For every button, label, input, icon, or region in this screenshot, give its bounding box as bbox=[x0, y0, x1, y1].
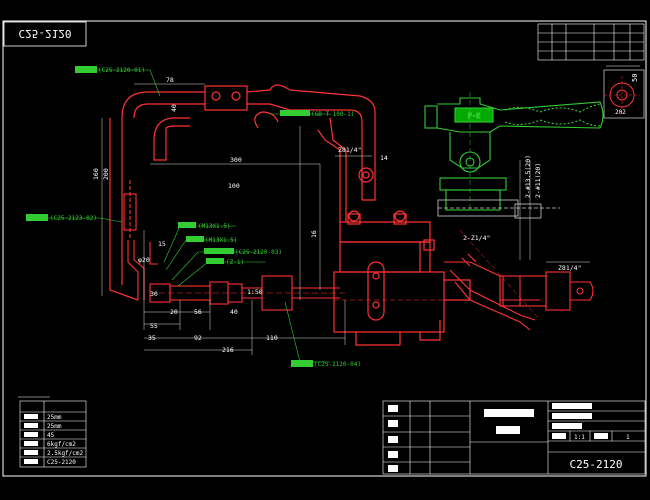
dim-14: 14 bbox=[380, 154, 388, 162]
dim-20: 20 bbox=[170, 308, 178, 316]
mount-bracket bbox=[437, 199, 560, 219]
dim-2-z14: 2-Z1/4" bbox=[463, 234, 490, 242]
dim-35: 35 bbox=[148, 334, 156, 342]
dimension-texts: 78 40 300 100 160 200 15 φ20 30 20 56 40… bbox=[92, 76, 581, 354]
side-pipe bbox=[123, 180, 158, 300]
dimension-lines bbox=[101, 83, 590, 355]
mirrored-number-box: C25-2120 bbox=[3, 21, 87, 47]
dim-40b: 40 bbox=[230, 308, 238, 316]
title-block-cells: 1:1 1 bbox=[388, 403, 630, 472]
dim-phi20: φ20 bbox=[138, 256, 150, 264]
callout-mid-c: (C25-2120-03) bbox=[235, 249, 282, 256]
callout-valve-top: (GB T-100-1) bbox=[311, 111, 354, 118]
sheet-border bbox=[2, 20, 647, 477]
spec-value-2: 45 bbox=[47, 432, 55, 439]
spec-label-0 bbox=[24, 414, 38, 419]
dim-55: 55 bbox=[150, 322, 158, 330]
callout-bottom-pipe: (C25-2120-04) bbox=[314, 361, 361, 368]
lower-pipe bbox=[149, 275, 345, 311]
spec-label-5 bbox=[24, 459, 38, 464]
dim-z81-right: Z81/4" bbox=[558, 264, 581, 272]
dim-40: 40 bbox=[170, 104, 178, 112]
mirrored-drawing-number: C25-2120 bbox=[19, 27, 72, 40]
spec-label-3 bbox=[24, 441, 38, 446]
dim-2-11: 2-#11(20) bbox=[534, 163, 542, 198]
dim-200: 200 bbox=[102, 168, 110, 180]
spec-value-1: 25mm bbox=[47, 423, 62, 430]
dim-110: 110 bbox=[266, 334, 278, 342]
specs-table bbox=[18, 396, 87, 468]
spec-value-4: 2.5kgf/cm2 bbox=[47, 450, 84, 457]
dim-2-13: 2-#13.5(20) bbox=[524, 155, 532, 198]
title-block bbox=[382, 400, 646, 475]
revision-table bbox=[537, 23, 645, 61]
sheet-text: 1 bbox=[626, 434, 630, 441]
dim-1: 1:50 bbox=[247, 288, 263, 296]
dim-56: 56 bbox=[194, 308, 202, 316]
dim-160: 160 bbox=[92, 168, 100, 180]
callout-mid-a: (M13X1.5) bbox=[198, 223, 231, 230]
actuator bbox=[444, 229, 594, 331]
scale-text: 1:1 bbox=[574, 434, 585, 441]
handle-assembly: F-E bbox=[424, 92, 604, 212]
dim-216: 216 bbox=[222, 346, 234, 354]
dim-300: 300 bbox=[230, 156, 242, 164]
dim-30: 30 bbox=[150, 290, 158, 298]
dim-detail-50: 50 bbox=[631, 74, 639, 82]
spec-label-1 bbox=[24, 423, 38, 428]
drawing-number: C25-2120 bbox=[570, 458, 623, 471]
dim-92: 92 bbox=[194, 334, 202, 342]
valve-body bbox=[333, 210, 471, 346]
dim-z81-top: Z81/4" bbox=[338, 146, 361, 154]
spec-value-5: C25-2120 bbox=[47, 459, 76, 466]
dim-detail-202: 202 bbox=[615, 109, 626, 116]
callout-texts: (C25-2120-01) (C25-2123-02) (C25-2120-04… bbox=[26, 66, 361, 368]
spec-label-2 bbox=[24, 432, 38, 437]
handle-tag: F-E bbox=[468, 112, 481, 120]
callout-mid-b: (M13X1.5) bbox=[205, 237, 238, 244]
spec-value-3: 6kgf/cm2 bbox=[47, 441, 76, 448]
spec-value-0: 25mm bbox=[47, 414, 62, 421]
dim-78: 78 bbox=[166, 76, 174, 84]
callout-side-pipe: (C25-2123-02) bbox=[50, 215, 97, 222]
dim-15: 15 bbox=[158, 240, 166, 248]
callout-mid-e: (Z-1) bbox=[226, 259, 244, 266]
spec-label-4 bbox=[24, 450, 38, 455]
detail-view: 50 202 bbox=[603, 65, 645, 119]
dim-100: 100 bbox=[228, 182, 240, 190]
dim-16: 16 bbox=[310, 230, 318, 238]
callout-top-pipe: (C25-2120-01) bbox=[98, 67, 145, 74]
